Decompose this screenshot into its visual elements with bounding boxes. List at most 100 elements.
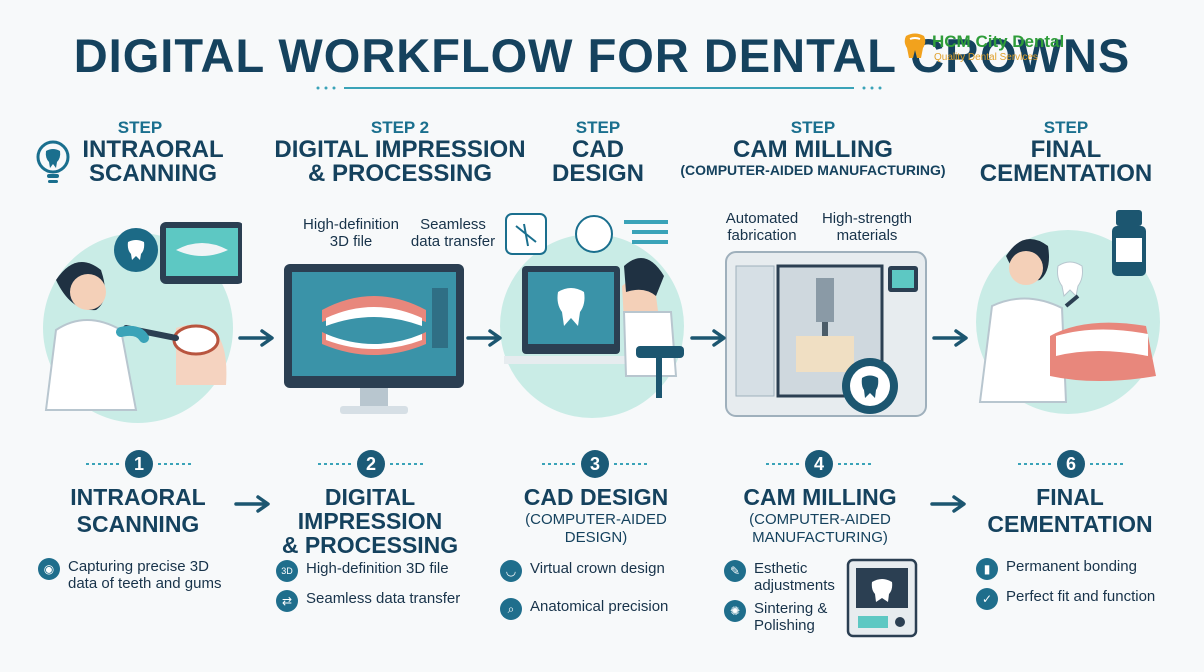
transfer-icon: ⇄	[276, 590, 298, 612]
flow-arrow-icon	[690, 329, 726, 347]
bottom-step-3-bullets: ◡ Virtual crown design ⌕ Anatomical prec…	[500, 560, 700, 620]
step-badge: 6	[1057, 450, 1085, 478]
flow-arrow-icon	[932, 329, 968, 347]
bottom-step-5-title: FINAL CEMENTATION	[972, 485, 1168, 536]
bottom-step-3-title: CAD DESIGN (COMPUTER-AIDED DESIGN)	[498, 485, 694, 547]
list-item: ✓ Perfect fit and function	[976, 588, 1176, 610]
top-step-2: STEP 2 DIGITAL IMPRESSION & PROCESSING	[268, 118, 532, 186]
sintering-icon: ✺	[724, 600, 746, 622]
tooth-bulb-icon	[36, 140, 70, 183]
step-kicker: STEP 2	[370, 118, 430, 137]
caption-hd-3d-file: High-definition 3D file	[296, 216, 406, 250]
milling-machine-illustration	[725, 251, 927, 417]
bullet-text: Anatomical precision	[530, 598, 669, 615]
bullet-text: Sintering &Polishing	[754, 600, 827, 634]
flow-arrow-icon	[234, 495, 270, 513]
brand-logo: HCM City Dental Quality Dental Services	[902, 30, 1082, 68]
flow-arrow-icon	[466, 329, 502, 347]
list-item: 3D High-definition 3D file	[276, 560, 486, 582]
step-title-line3: & PROCESSING	[281, 532, 459, 558]
bullet-text: High-definition 3D file	[306, 560, 449, 577]
step-title-line2: CEMENTATION	[987, 511, 1153, 537]
bullet-line: Sintering &	[754, 600, 828, 617]
bottom-step-2-title: DIGITAL IMPRESSION & PROCESSING	[272, 485, 468, 557]
list-item: ⇄ Seamless data transfer	[276, 590, 486, 612]
bottle-icon: ▮	[976, 558, 998, 580]
step-badge: 4	[805, 450, 833, 478]
top-step-1: STEP INTRAORAL SCANNING	[40, 118, 240, 186]
step-subtitle: (COMPUTER-AIDED MANUFACTURING)	[680, 162, 946, 178]
caption-line: fabrication	[727, 227, 797, 244]
step-title-line1: DIGITAL	[324, 484, 416, 510]
caption-line: High-strength	[821, 210, 913, 227]
list-item: ✺ Sintering &Polishing	[724, 600, 844, 634]
step-title-line2: & PROCESSING	[307, 160, 493, 187]
caption-line: High-definition	[303, 216, 399, 233]
magnifier-icon: ⌕	[500, 598, 522, 620]
caption-line: data transfer	[410, 233, 496, 250]
caption-seamless-transfer: Seamless data transfer	[398, 216, 508, 250]
step-kicker: STEP	[575, 118, 621, 137]
furnace-icon	[846, 558, 918, 638]
logo-name: HCM City Dental	[932, 32, 1065, 51]
bottom-step-5-bullets: ▮ Permanent bonding ✓ Perfect fit and fu…	[976, 558, 1176, 610]
bullet-text: Permanent bonding	[1006, 558, 1137, 575]
step-title-line2: SCANNING	[76, 511, 200, 537]
3d-file-icon: 3D	[276, 560, 298, 582]
step-badge: 2	[357, 450, 385, 478]
step-title-line1: CAM MILLING	[743, 484, 897, 510]
flow-arrow-icon	[930, 495, 966, 513]
step-badge: 1	[125, 450, 153, 478]
bullet-line: Polishing	[754, 617, 815, 634]
bullet-text: Perfect fit and function	[1006, 588, 1156, 605]
scanner-icon: ◉	[38, 558, 60, 580]
caption-line: Seamless	[420, 216, 486, 233]
list-item: ◡ Virtual crown design	[500, 560, 700, 582]
title-divider	[316, 86, 882, 90]
page-title: DIGITAL WORKFLOW FOR DENTAL CROWNS	[73, 29, 1131, 82]
step-title-line1: CAD	[572, 136, 624, 163]
cad-design-illustration	[500, 213, 684, 418]
step-subtitle-line2: MANUFACTURING)	[752, 529, 888, 546]
step-title-line1: CAD DESIGN	[523, 484, 669, 510]
bottom-step-4-title: CAM MILLING (COMPUTER-AIDED MANUFACTURIN…	[722, 485, 918, 547]
step-title-line1: FINAL	[1030, 136, 1102, 163]
bullet-line: Capturing precise 3D	[68, 558, 209, 575]
flow-arrow-icon	[238, 329, 274, 347]
logo-tagline: Quality Dental Services	[934, 52, 1038, 63]
step-kicker: STEP	[790, 118, 836, 137]
bullet-line: Esthetic	[754, 560, 808, 577]
step-subtitle-line1: (COMPUTER-AIDED	[525, 511, 667, 528]
caption-automated: Automated fabrication	[716, 210, 808, 244]
tooth-logo-icon	[904, 33, 926, 58]
top-step-3: STEP CAD DESIGN	[528, 118, 668, 186]
step-badge: 3	[581, 450, 609, 478]
step-subtitle-line1: (COMPUTER-AIDED	[749, 511, 891, 528]
brush-icon: ✎	[724, 560, 746, 582]
cementation-illustration	[976, 210, 1160, 414]
step-kicker: STEP	[1043, 118, 1089, 137]
caption-line: materials	[836, 227, 898, 244]
step-title-line2: CEMENTATION	[979, 160, 1153, 187]
step-title-line1: FINAL	[1036, 484, 1104, 510]
bullet-text: Seamless data transfer	[306, 590, 461, 607]
top-step-4: STEP CAM MILLING (COMPUTER-AIDED MANUFAC…	[660, 118, 966, 178]
bullet-line: adjustments	[754, 577, 835, 594]
step-title-line1: INTRAORAL	[82, 136, 224, 163]
step-title-line1: DIGITAL IMPRESSION	[274, 136, 526, 163]
caption-line: 3D file	[329, 233, 373, 250]
step-title-line2: IMPRESSION	[297, 508, 443, 534]
top-step-5: STEP FINAL CEMENTATION	[968, 118, 1164, 186]
monitor-illustration	[284, 264, 464, 414]
step-title-line1: CAM MILLING	[733, 136, 893, 163]
step-kicker: STEP	[117, 118, 163, 137]
list-item: ⌕ Anatomical precision	[500, 598, 700, 620]
scanning-illustration	[43, 222, 242, 423]
step-title-line2: SCANNING	[88, 160, 217, 187]
step-title-line1: INTRAORAL	[70, 484, 206, 510]
